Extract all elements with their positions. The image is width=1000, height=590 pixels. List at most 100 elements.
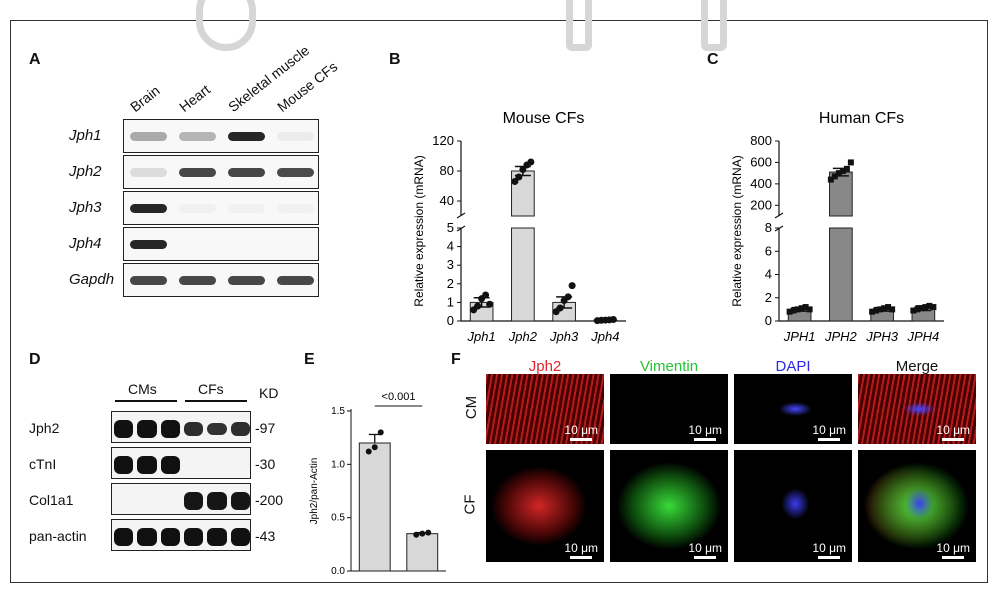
watermark-shape — [701, 0, 727, 51]
y-tick-label: 0 — [765, 313, 772, 328]
data-point — [918, 305, 925, 312]
y-tick-label: 1.5 — [331, 406, 345, 417]
bar — [358, 442, 391, 572]
blot-label: cTnI — [29, 456, 57, 472]
data-point — [377, 429, 384, 436]
blot-strip — [111, 483, 251, 515]
data-point — [365, 448, 372, 455]
blot-strip — [111, 519, 251, 551]
scale-bar: 10 μm — [564, 423, 598, 441]
scale-bar-line — [818, 438, 841, 441]
gel-band — [130, 276, 167, 285]
data-point — [556, 304, 564, 312]
y-tick-label: 6 — [765, 243, 772, 258]
y-tick-label: 0.0 — [331, 566, 345, 576]
data-point — [419, 530, 426, 537]
bar — [406, 533, 439, 572]
gene-label: Jph4 — [69, 235, 102, 252]
gel-band — [130, 204, 167, 213]
y-tick-label: 0.5 — [331, 513, 345, 524]
channel-label: Jph2 — [528, 358, 562, 375]
data-point — [794, 306, 801, 313]
micrograph: 10 μm — [858, 374, 976, 444]
blot-band — [207, 528, 227, 546]
y-tick-label: 120 — [432, 133, 454, 148]
data-point — [511, 178, 519, 185]
gel-band — [228, 204, 265, 213]
y-axis-label: Jph2/pan-Actin — [309, 458, 320, 525]
kd-label: KD — [259, 385, 279, 401]
gel-band — [277, 132, 314, 141]
lane-label: Skeletal muscle — [225, 42, 313, 115]
p-value-label: <0.001 — [382, 391, 416, 403]
x-tick-label: JPH1 — [783, 329, 816, 344]
panel-label-d: D — [29, 351, 41, 368]
group-label: CMs — [128, 381, 157, 397]
blot-band — [114, 528, 134, 546]
scale-bar: 10 μm — [688, 541, 722, 559]
data-point — [413, 531, 420, 538]
row-label: CF — [461, 494, 479, 515]
data-point — [869, 308, 876, 315]
group-bracket — [185, 400, 247, 402]
x-tick-label: Jph2 — [508, 329, 538, 344]
data-point — [564, 293, 572, 301]
scale-bar-line — [942, 438, 965, 441]
scale-bar-line — [570, 438, 593, 441]
scale-bar: 10 μm — [812, 541, 846, 559]
data-point — [922, 304, 929, 311]
x-tick-label: Jph4 — [590, 329, 619, 344]
marker-label: -97 — [255, 420, 276, 436]
data-point — [806, 306, 813, 313]
blot-band — [160, 420, 180, 438]
micrograph: 10 μm — [734, 450, 852, 562]
y-tick-label: 200 — [750, 197, 772, 212]
gel-strip — [123, 119, 319, 153]
panel-label-b: B — [389, 51, 401, 68]
blot-strip — [111, 447, 251, 479]
blot-band — [114, 456, 134, 474]
y-tick-label: 600 — [750, 154, 772, 169]
data-point — [786, 308, 793, 315]
blot-band — [207, 492, 227, 510]
scale-bar: 10 μm — [688, 423, 722, 441]
data-point — [877, 306, 884, 313]
blot-band — [137, 528, 157, 546]
data-point — [515, 173, 523, 181]
gel-strip — [123, 155, 319, 189]
gene-label: Jph3 — [69, 199, 102, 216]
x-tick-label: Jph3 — [549, 329, 579, 344]
y-tick-label: 2 — [765, 290, 772, 305]
gel-band — [277, 204, 314, 213]
y-tick-label: 3 — [447, 257, 454, 272]
blot-band — [184, 492, 204, 510]
y-tick-label: 40 — [440, 193, 454, 208]
blot-band — [160, 456, 180, 474]
blot-band — [184, 422, 204, 436]
x-tick-label: JPH3 — [865, 329, 899, 344]
y-tick-label: 5 — [447, 220, 454, 235]
y-axis-label: Relative expression (mRNA) — [730, 155, 744, 306]
data-point — [486, 300, 494, 308]
scale-bar: 10 μm — [936, 541, 970, 559]
panel-label-f: F — [451, 351, 461, 368]
marker-label: -200 — [255, 492, 284, 508]
gene-label: Gapdh — [69, 271, 115, 288]
y-tick-label: 8 — [765, 220, 772, 235]
blot-label: Col1a1 — [29, 492, 74, 508]
data-point — [926, 302, 933, 309]
data-point — [889, 306, 896, 313]
data-point — [802, 304, 809, 311]
bar-upper — [511, 170, 535, 217]
row-label: CM — [463, 395, 481, 420]
gel-band — [130, 168, 167, 177]
marker-label: -30 — [255, 456, 276, 472]
gel-strip — [123, 263, 319, 297]
blot-band — [184, 528, 204, 546]
data-point — [527, 158, 535, 166]
x-tick-label: Jph1 — [467, 329, 496, 344]
watermark-shape — [196, 0, 256, 51]
gel-band — [179, 132, 216, 141]
